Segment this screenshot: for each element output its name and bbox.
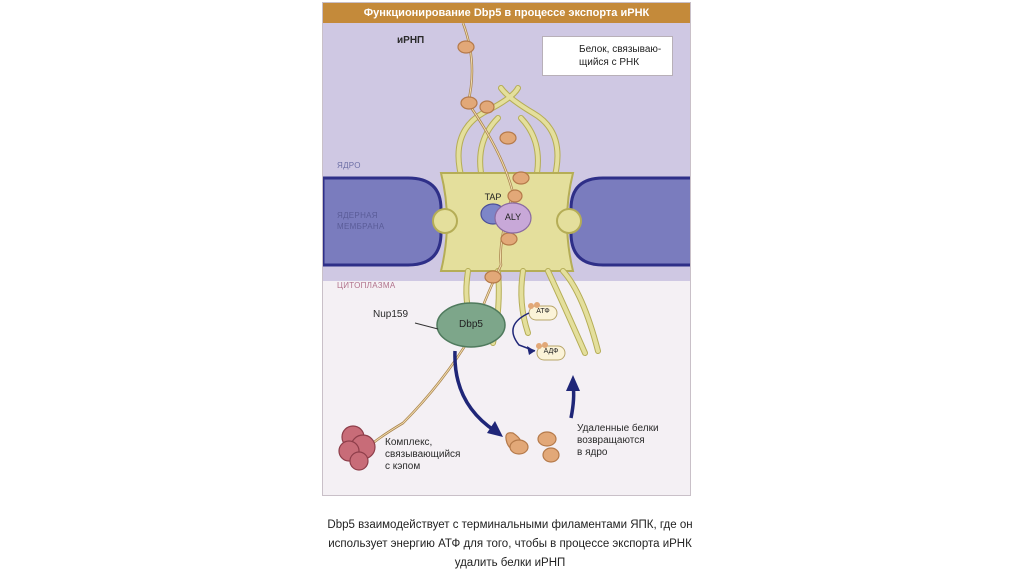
legend-text: Белок, связываю- щийся с РНК [579,44,662,68]
atp-to-adp-arrow [512,312,536,352]
figure-title: Функционирование Dbp5 в процессе экспорт… [323,3,690,23]
adp-label: АДФ [543,348,559,355]
membrane-label: ЯДЕРНАЯ МЕМБРАНА [337,211,385,231]
dbp5-label: Dbp5 [459,319,483,330]
rna-binding-proteins [457,40,530,284]
nucleus-label: ЯДРО [337,161,361,170]
removed-proteins [505,431,560,463]
cap-binding-complex [338,425,376,471]
cytoplasm-label: ЦИТОПЛАЗМА [337,281,396,290]
pore-ring-left [432,208,458,234]
legend: Белок, связываю- щийся с РНК [542,36,673,76]
mrnp-label: иРНП [397,35,425,46]
removed-proteins-label: Удаленные белки возвращаются в ядро [577,423,659,458]
adp-box [536,345,566,361]
removal-arrow [453,350,496,433]
tap-label: TAP [484,192,502,202]
aly-protein [494,202,532,234]
nup159-pointer [414,322,439,330]
nuclear-membrane-right [569,176,690,267]
figure-panel: Функционирование Dbp5 в процессе экспорт… [322,2,691,496]
atp-label: АТФ [536,308,550,315]
cap-complex-label: Комплекс, связывающийся с кэпом [385,437,461,472]
nup159-label: Nup159 [373,309,409,320]
pore-ring-right [556,208,582,234]
dbp5-protein [436,302,506,348]
aly-label: ALY [504,212,522,222]
figure-caption: Dbp5 взаимодействует с терминальными фил… [327,519,693,569]
